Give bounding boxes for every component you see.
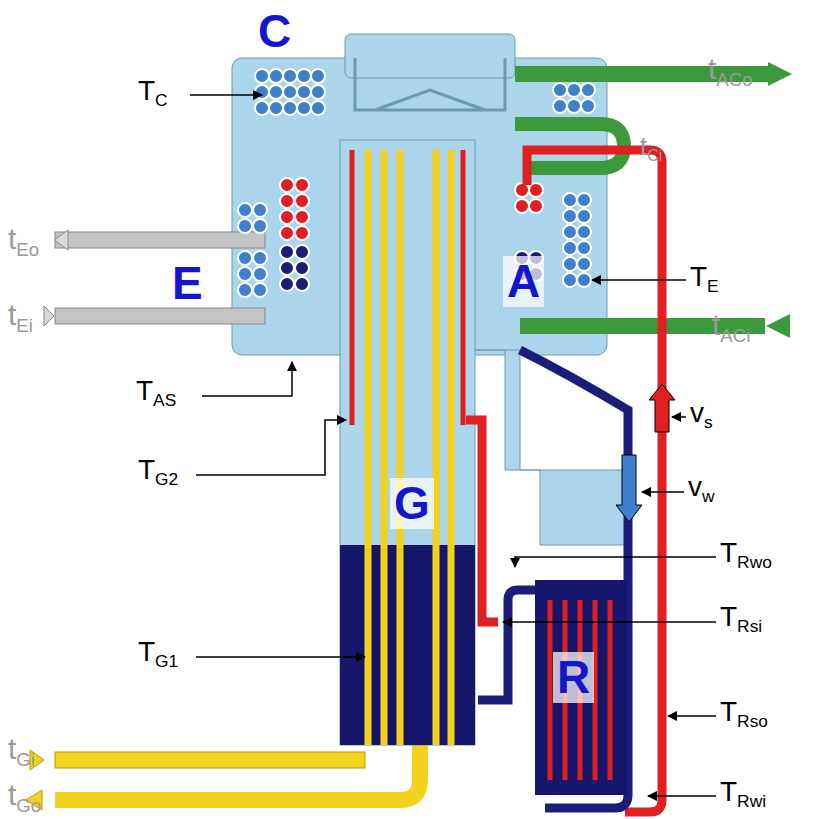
label-subscript: Gi: [16, 749, 35, 770]
grey-pipe: [55, 308, 265, 324]
label-subscript: Rwo: [737, 552, 772, 572]
label-main: t: [8, 778, 16, 811]
label-subscript: Rwi: [737, 791, 766, 811]
flow-label: tGo: [8, 778, 41, 816]
label-subscript: ACo: [716, 69, 752, 90]
generator-tubes: [368, 150, 451, 745]
sensor-label: TRsi: [720, 602, 762, 636]
sensor-label: TRwo: [720, 538, 772, 572]
label-main: T: [720, 696, 737, 727]
label-subscript: s: [704, 412, 713, 432]
coils: [553, 83, 595, 113]
red-coils: [280, 178, 543, 240]
generator-column: [340, 140, 475, 745]
label-subscript: Ei: [16, 315, 33, 336]
sensor-label: TG1: [138, 637, 178, 671]
flow-arrow: [616, 455, 642, 522]
label-subscript: Ci: [647, 146, 662, 164]
pipe-arrow: [54, 230, 68, 250]
grey-pipe: [55, 232, 265, 248]
component-letter: C: [258, 6, 291, 57]
sensor-label: vs: [690, 398, 713, 432]
label-subscript: Eo: [16, 239, 39, 260]
exchanger-tubes: [550, 600, 610, 780]
generator-wall: [461, 150, 466, 425]
red-pipe: [466, 420, 498, 622]
label-main: v: [688, 471, 702, 502]
label-subscript: Rso: [737, 711, 768, 731]
flow-label: tGi: [8, 732, 35, 770]
sensor-label: vw: [688, 472, 715, 506]
heat-exchanger: [535, 580, 627, 795]
label-main: t: [8, 222, 16, 255]
sensor-label: TC: [138, 76, 168, 110]
label-subscript: Go: [16, 795, 41, 816]
navy-pipe: [478, 590, 535, 700]
tank: [470, 350, 625, 545]
label-subscript: C: [155, 90, 168, 110]
label-main: v: [690, 397, 704, 428]
hood: [355, 58, 505, 110]
label-main: t: [712, 308, 720, 341]
label-main: T: [138, 454, 155, 485]
flow-arrow: [649, 384, 675, 432]
component-letter: E: [172, 258, 203, 309]
flow-label: tACi: [712, 308, 750, 346]
component-letter: G: [390, 478, 434, 529]
yellow-pipe: [55, 752, 365, 768]
label-main: T: [138, 75, 155, 106]
label-main: t: [708, 52, 716, 85]
generator-base: [340, 545, 475, 745]
label-main: T: [138, 636, 155, 667]
red-pipe: [527, 150, 662, 812]
label-main: T: [690, 261, 707, 292]
sensor-label: TG2: [138, 455, 178, 489]
navy-pipe: [520, 350, 628, 808]
flow-label: tEo: [8, 222, 39, 260]
pipe-arrow: [768, 62, 792, 86]
pipe-arrow: [44, 306, 54, 326]
pipe-arrow: [766, 314, 790, 338]
label-subscript: E: [707, 276, 719, 296]
leader-lines: [190, 95, 716, 796]
flow-label: tCi: [640, 132, 662, 164]
flow-label: tEi: [8, 298, 33, 336]
sensor-label: TE: [690, 262, 719, 296]
component-letter: R: [553, 652, 594, 703]
sensor-label: TAS: [136, 376, 176, 410]
component-letter: A: [503, 256, 544, 307]
label-main: T: [720, 537, 737, 568]
label-subscript: G1: [155, 651, 178, 671]
label-subscript: AS: [153, 390, 176, 410]
vessel-dome: [345, 34, 515, 78]
generator-wall: [350, 150, 355, 425]
label-subscript: ACi: [720, 325, 750, 346]
yellow-pipe: [55, 150, 420, 800]
label-subscript: w: [702, 486, 715, 506]
label-main: T: [720, 776, 737, 807]
sensor-label: TRwi: [720, 777, 766, 811]
label-main: t: [8, 732, 16, 765]
flow-label: tACo: [708, 52, 753, 90]
label-main: t: [8, 298, 16, 331]
label-main: T: [136, 375, 153, 406]
label-subscript: Rsi: [737, 616, 762, 636]
label-main: t: [640, 131, 647, 161]
label-main: T: [720, 601, 737, 632]
label-subscript: G2: [155, 469, 178, 489]
sensor-label: TRso: [720, 697, 768, 731]
